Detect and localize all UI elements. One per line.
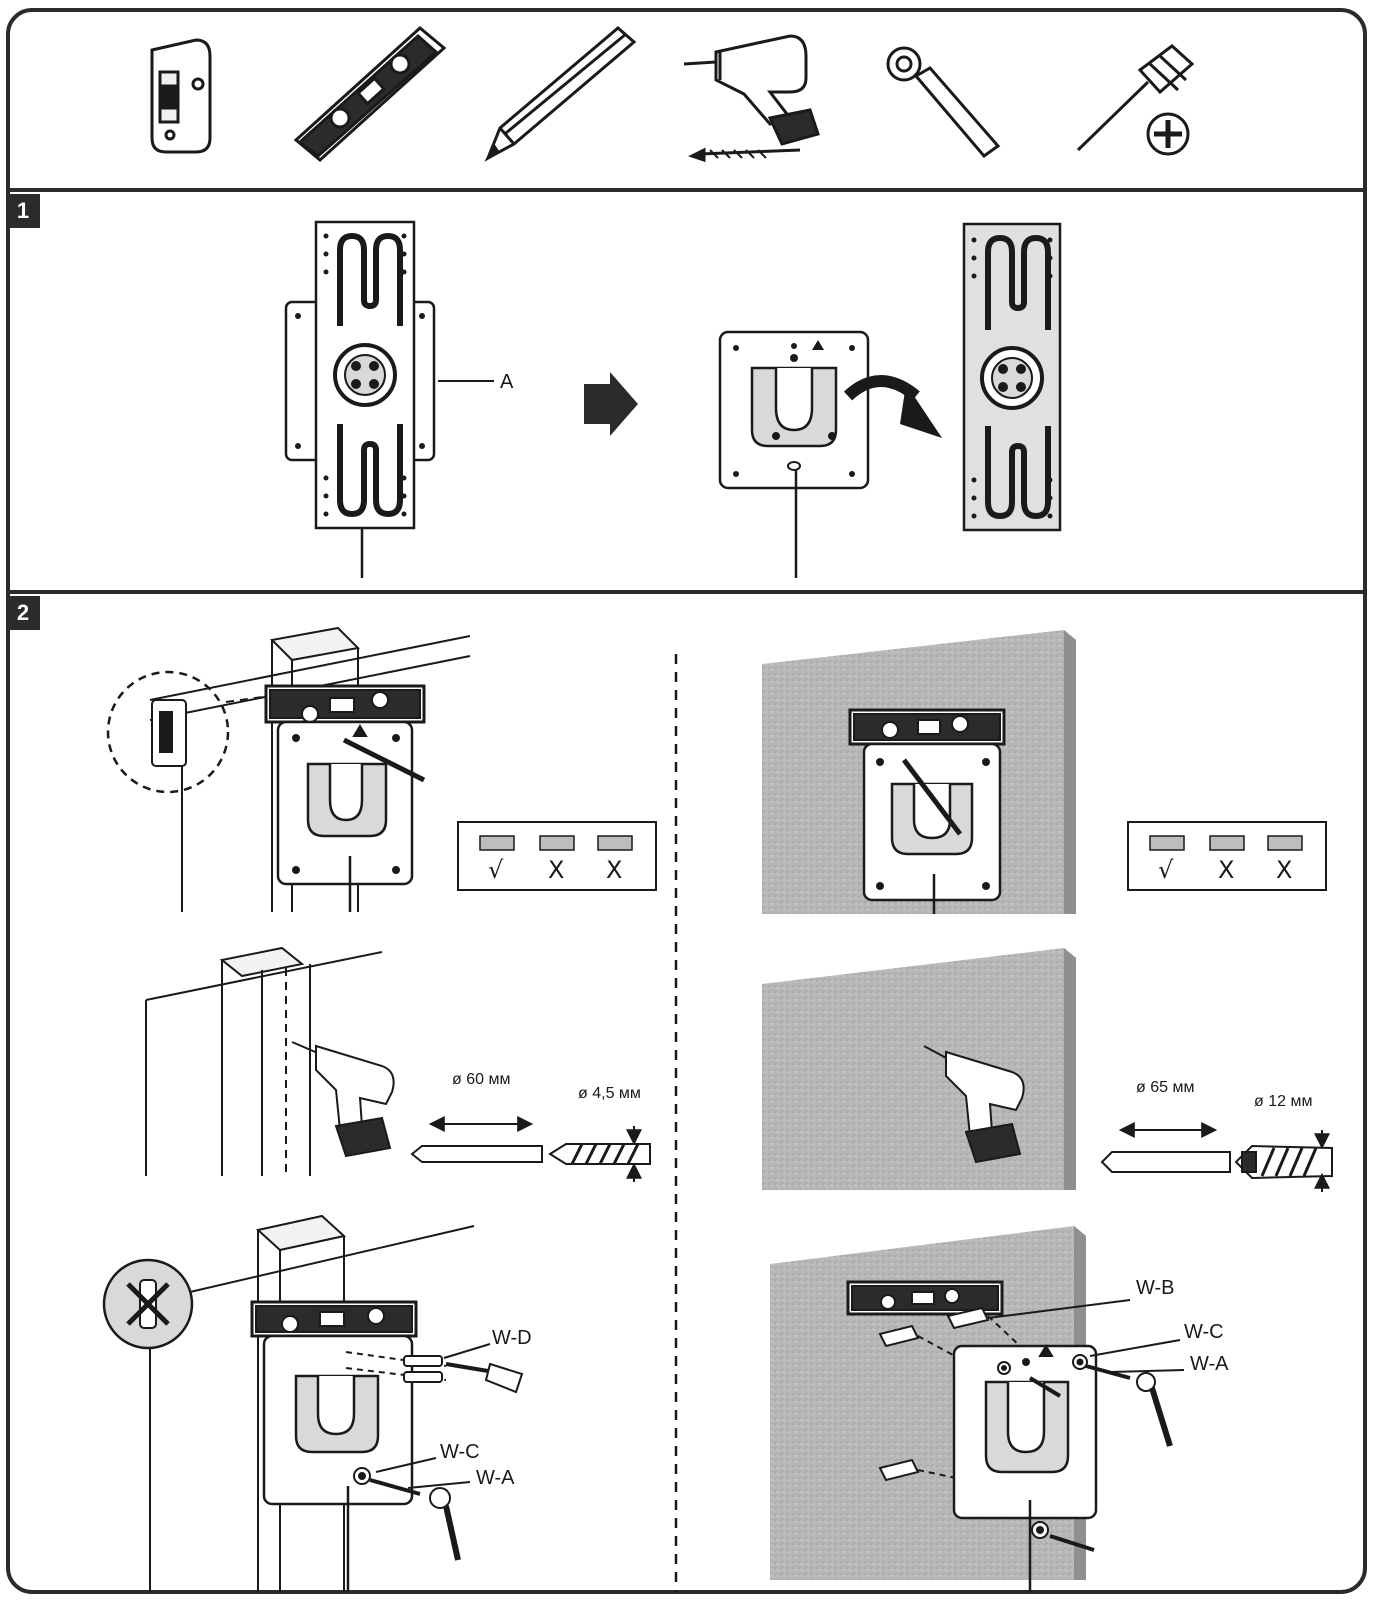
concrete-level-mark-ok: √ xyxy=(1158,856,1174,884)
step1-bracket-shaded xyxy=(962,222,1062,532)
wood-level-mark-bad-2: X xyxy=(606,856,622,884)
concrete-label-wc: W-C xyxy=(1184,1321,1224,1343)
wood-bit-diameter-label: ø 4,5 мм xyxy=(578,1085,641,1102)
wood-level-mark-bad-1: X xyxy=(548,856,564,884)
wood-label-wc: W-C xyxy=(440,1441,480,1463)
divider-tools xyxy=(6,188,1367,192)
divider-step1 xyxy=(6,590,1367,594)
wood-level-mark-ok: √ xyxy=(488,856,504,884)
wood-drill-scene xyxy=(145,946,395,1176)
wood-hole-depth-label: ø 60 мм xyxy=(452,1071,510,1088)
wood-level-check-box xyxy=(457,821,657,891)
concrete-label-wb: W-B xyxy=(1136,1277,1175,1299)
wood-level-scene xyxy=(106,626,471,912)
tool-drill-icon xyxy=(683,34,820,163)
step-1-badge: 1 xyxy=(6,194,40,228)
tool-spirit-level-icon xyxy=(293,26,447,162)
wood-label-wd: W-D xyxy=(492,1327,532,1349)
step1-mount-assembly xyxy=(284,220,494,578)
step1-attach-arrowhead-icon xyxy=(900,384,942,438)
step1-wall-plate xyxy=(718,330,870,578)
tool-stud-finder-icon xyxy=(150,38,212,154)
wood-drill-bit-diagram xyxy=(410,1116,651,1182)
wood-label-wa: W-A xyxy=(476,1467,515,1489)
concrete-level-mark-bad-1: X xyxy=(1218,856,1234,884)
wood-screw-scene xyxy=(102,1214,524,1592)
concrete-drill-scene xyxy=(762,948,1076,1190)
concrete-label-wa: W-A xyxy=(1190,1353,1229,1375)
concrete-hole-depth-label: ø 65 мм xyxy=(1136,1079,1194,1096)
concrete-level-scene xyxy=(762,630,1076,914)
concrete-level-mark-bad-2: X xyxy=(1276,856,1292,884)
instruction-frame xyxy=(6,8,1367,1594)
step-2-badge: 2 xyxy=(6,596,40,630)
concrete-level-check-box xyxy=(1127,821,1327,891)
concrete-bit-diameter-label: ø 12 мм xyxy=(1254,1093,1312,1110)
tool-pencil-icon xyxy=(484,26,637,162)
step1-next-arrow-icon xyxy=(584,372,638,436)
concrete-screw-scene xyxy=(770,1226,1185,1592)
tool-phillips-screwdriver-icon xyxy=(1076,44,1195,156)
part-a-label: A xyxy=(500,371,514,393)
concrete-drill-bit-diagram xyxy=(1100,1122,1333,1192)
tool-socket-wrench-icon xyxy=(886,46,1001,159)
